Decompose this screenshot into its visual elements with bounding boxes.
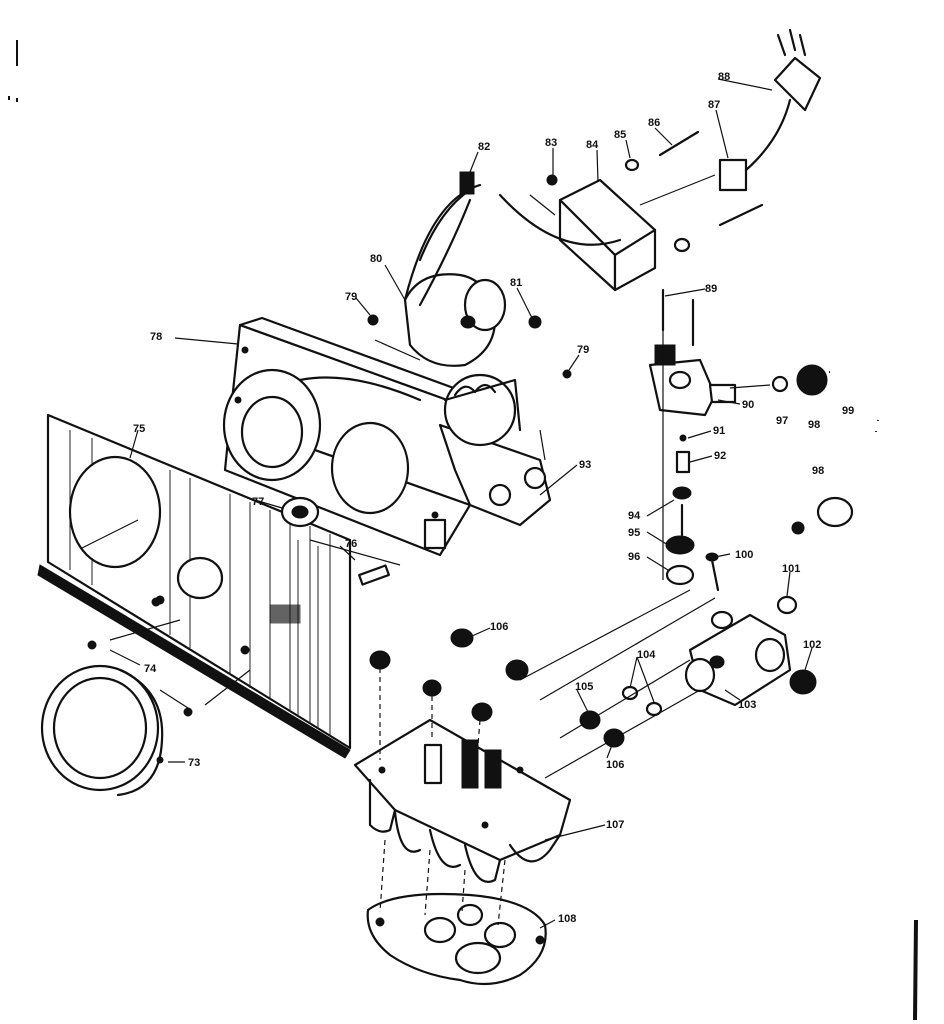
- part-76-pin: [309, 539, 401, 586]
- callout-87: 87: [708, 99, 720, 111]
- part-99-hose: [828, 368, 883, 508]
- part-102-nut: [789, 669, 817, 695]
- part-91-spring: [679, 434, 687, 442]
- callout-99: 99: [842, 405, 854, 417]
- part-73-bezel-ring: [40, 664, 164, 797]
- callout-82: 82: [478, 141, 490, 153]
- part-83-nut: [546, 174, 558, 186]
- callout-108: 108: [558, 913, 576, 925]
- callout-102: 102: [803, 639, 821, 651]
- part-93-mount-bracket: [438, 373, 552, 527]
- callout-91: 91: [713, 425, 725, 437]
- callout-79-right: 79: [577, 344, 589, 356]
- part-86-bolt: [658, 130, 700, 157]
- part-100-pin: [705, 552, 720, 592]
- part-79-screw-left: [367, 314, 379, 326]
- callout-107: 107: [606, 819, 624, 831]
- callout-80: 80: [370, 253, 382, 265]
- part-108-gasket: [366, 892, 547, 986]
- part-80-motor: [403, 183, 507, 367]
- callout-94: 94: [628, 510, 641, 522]
- part-98-fitting-top: [796, 364, 828, 396]
- part-84-junction-box: [498, 178, 657, 292]
- callout-89: 89: [705, 283, 717, 295]
- part-82-connector: [418, 171, 475, 262]
- part-101-washer: [776, 595, 798, 615]
- part-98-fitting-bottom: [816, 496, 854, 528]
- part-77-knob-shaft: [280, 496, 320, 528]
- callout-98-top: 98: [808, 419, 820, 431]
- callout-73: 73: [188, 757, 200, 769]
- callout-75: 75: [133, 423, 145, 435]
- callout-81: 81: [510, 277, 522, 289]
- callout-96: 96: [628, 551, 640, 563]
- part-107-manifold: [353, 718, 572, 883]
- callout-101: 101: [782, 563, 800, 575]
- callout-74: 74: [144, 663, 157, 675]
- callout-90: 90: [742, 399, 754, 411]
- callout-leaders: [109, 78, 813, 929]
- part-94-seal: [672, 486, 692, 500]
- callout-88: 88: [718, 71, 730, 83]
- callout-92: 92: [714, 450, 726, 462]
- assembly-lines: [109, 174, 771, 926]
- callout-93: 93: [579, 459, 591, 471]
- part-75-control-panel: [37, 413, 352, 759]
- part-88-power-plug: [773, 28, 822, 112]
- part-92-plunger: [675, 450, 691, 474]
- part-106-nut-top: [450, 628, 474, 648]
- callout-98-bottom: 98: [812, 465, 824, 477]
- part-103-valve-body: [684, 610, 792, 707]
- callout-83: 83: [545, 137, 557, 149]
- callout-100: 100: [735, 549, 753, 561]
- callout-76: 76: [345, 538, 357, 550]
- scan-edge-marks: [8, 40, 918, 1021]
- part-81-nut: [528, 315, 542, 329]
- callout-104: 104: [637, 649, 656, 661]
- callout-79-left: 79: [345, 291, 357, 303]
- part-89-screws: [661, 288, 695, 347]
- part-78-timer-frame: [222, 316, 494, 557]
- part-106-nut-right: [603, 728, 625, 748]
- part-90-valve-body: [648, 344, 737, 417]
- callout-78: 78: [150, 331, 162, 343]
- callout-106-right: 106: [606, 759, 624, 771]
- callout-97: 97: [776, 415, 788, 427]
- part-95-diaphragm: [665, 503, 695, 555]
- part-85-washer: [624, 158, 640, 172]
- part-96-o-ring: [665, 564, 695, 586]
- callout-103: 103: [738, 699, 756, 711]
- callout-85: 85: [614, 129, 626, 141]
- part-104-washers: [621, 685, 663, 717]
- callout-95: 95: [628, 527, 640, 539]
- callout-86: 86: [648, 117, 660, 129]
- callout-105: 105: [575, 681, 593, 693]
- callout-77: 77: [252, 496, 264, 508]
- part-79-screw-right: [562, 369, 572, 379]
- callout-labels: 73 74 75 76 77 78 79 79 80 81 82 83 84 8…: [133, 71, 854, 925]
- part-97-washer: [771, 375, 789, 393]
- callout-106-top: 106: [490, 621, 508, 633]
- part-87-cord-clamp: [718, 98, 792, 192]
- callout-84: 84: [586, 139, 599, 151]
